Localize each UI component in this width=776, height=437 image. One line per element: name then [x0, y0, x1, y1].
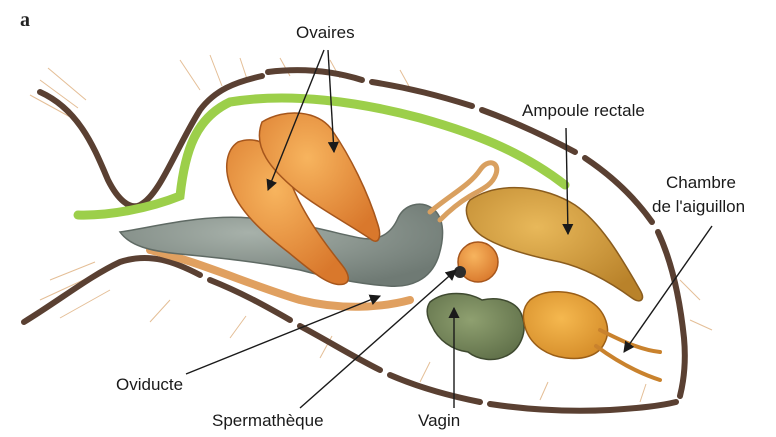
label-chambre-line2: de l'aiguillon [652, 197, 745, 216]
spermatheca-duct [454, 266, 466, 278]
sting-stylet [600, 330, 660, 352]
label-oviducte: Oviducte [116, 375, 183, 394]
label-spermatheque: Spermathèque [212, 411, 324, 430]
label-vagin: Vagin [418, 411, 460, 430]
sting-chamber [523, 292, 607, 359]
rectal-ampulla [466, 188, 642, 301]
label-chambre-line1: Chambre [666, 173, 736, 192]
label-ampoule-rectale: Ampoule rectale [522, 101, 645, 120]
vagina-organ [427, 294, 524, 360]
panel-letter: a [20, 9, 30, 31]
label-ovaires: Ovaires [296, 23, 355, 42]
